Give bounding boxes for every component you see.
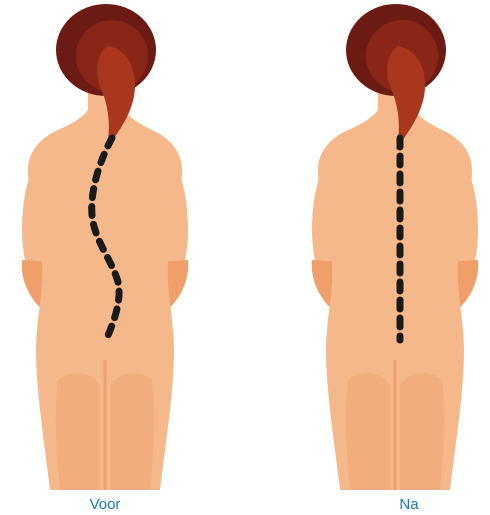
right-buttock-shade: [110, 373, 154, 490]
left-buttock-shade: [346, 373, 390, 490]
caption-after: Na: [399, 496, 418, 514]
left-buttock-shade: [56, 373, 100, 490]
figure-after: [300, 0, 490, 490]
woman-back-after: [312, 4, 479, 490]
woman-back-before: [22, 4, 189, 490]
caption-before: Voor: [90, 496, 121, 514]
figure-before: [0, 0, 210, 490]
right-buttock-shade: [400, 373, 444, 490]
